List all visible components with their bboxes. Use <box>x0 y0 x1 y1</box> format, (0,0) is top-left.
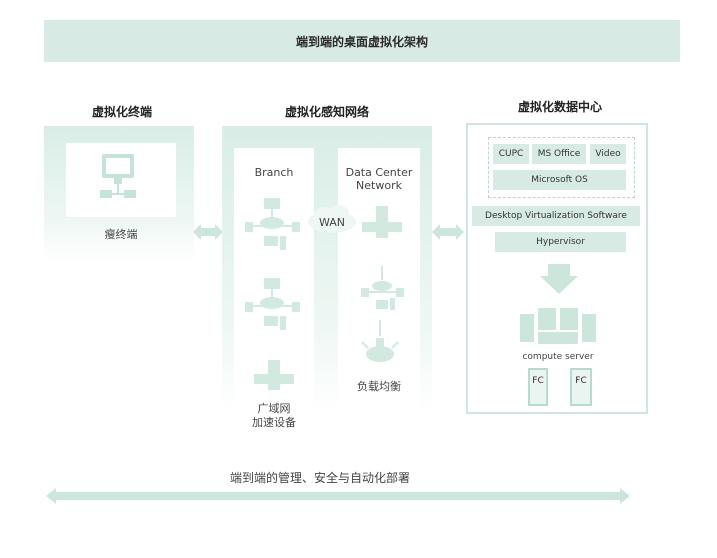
app-video-box: Video <box>590 144 626 164</box>
thin-client-icon <box>100 154 136 198</box>
dvs-box: Desktop Virtualization Software <box>472 206 640 226</box>
wan-label: WAN <box>318 216 346 229</box>
footer-double-arrow <box>46 488 630 504</box>
thin-terminal-label: 瘦终端 <box>104 228 138 241</box>
wan-accelerator-label-line1: 广域网 <box>257 402 291 415</box>
branch-devices-icon-2 <box>245 278 300 330</box>
os-box: Microsoft OS <box>493 170 626 190</box>
branch-devices-icon <box>245 198 300 250</box>
compute-server-icon <box>520 308 596 344</box>
virtual-desktop-group <box>488 137 635 198</box>
app-ms-office-box: MS Office <box>532 144 586 164</box>
double-arrow-left <box>193 224 223 240</box>
hypervisor-box: Hypervisor <box>495 232 626 252</box>
diagram-title: 端到端的桌面虚拟化架构 <box>295 34 428 49</box>
wan-accelerator-label-line2: 加速设备 <box>252 416 296 429</box>
dc-network-label: Data Center Network <box>345 166 413 192</box>
dc-switch-icon <box>362 206 402 238</box>
wan-cloud-icon <box>308 205 356 233</box>
diagram-title-banner: 端到端的桌面虚拟化架构 <box>44 20 680 62</box>
branch-label: Branch <box>254 166 294 179</box>
double-arrow-right <box>432 224 464 240</box>
wan-accelerator-label: 广域网 加速设备 <box>234 402 314 430</box>
footer-label: 端到端的管理、安全与自动化部署 <box>229 471 410 485</box>
terminal-column-title: 虚拟化终端 <box>91 105 152 119</box>
fc-box-1: FC <box>528 368 548 406</box>
wan-accelerator-icon <box>254 360 294 390</box>
compute-server-label: compute server <box>522 352 594 362</box>
fc-box-2: FC <box>570 368 592 406</box>
dc-server-cluster-icon <box>361 266 404 310</box>
app-cupc-box: CUPC <box>493 144 529 164</box>
datacenter-column-title: 虚拟化数据中心 <box>517 100 602 114</box>
datacenter-network-column <box>338 148 420 410</box>
down-arrow-icon <box>540 264 578 294</box>
load-balancer-icon <box>361 320 399 362</box>
load-balancer-label: 负载均衡 <box>357 380 401 393</box>
network-column-title: 虚拟化感知网络 <box>284 105 369 119</box>
